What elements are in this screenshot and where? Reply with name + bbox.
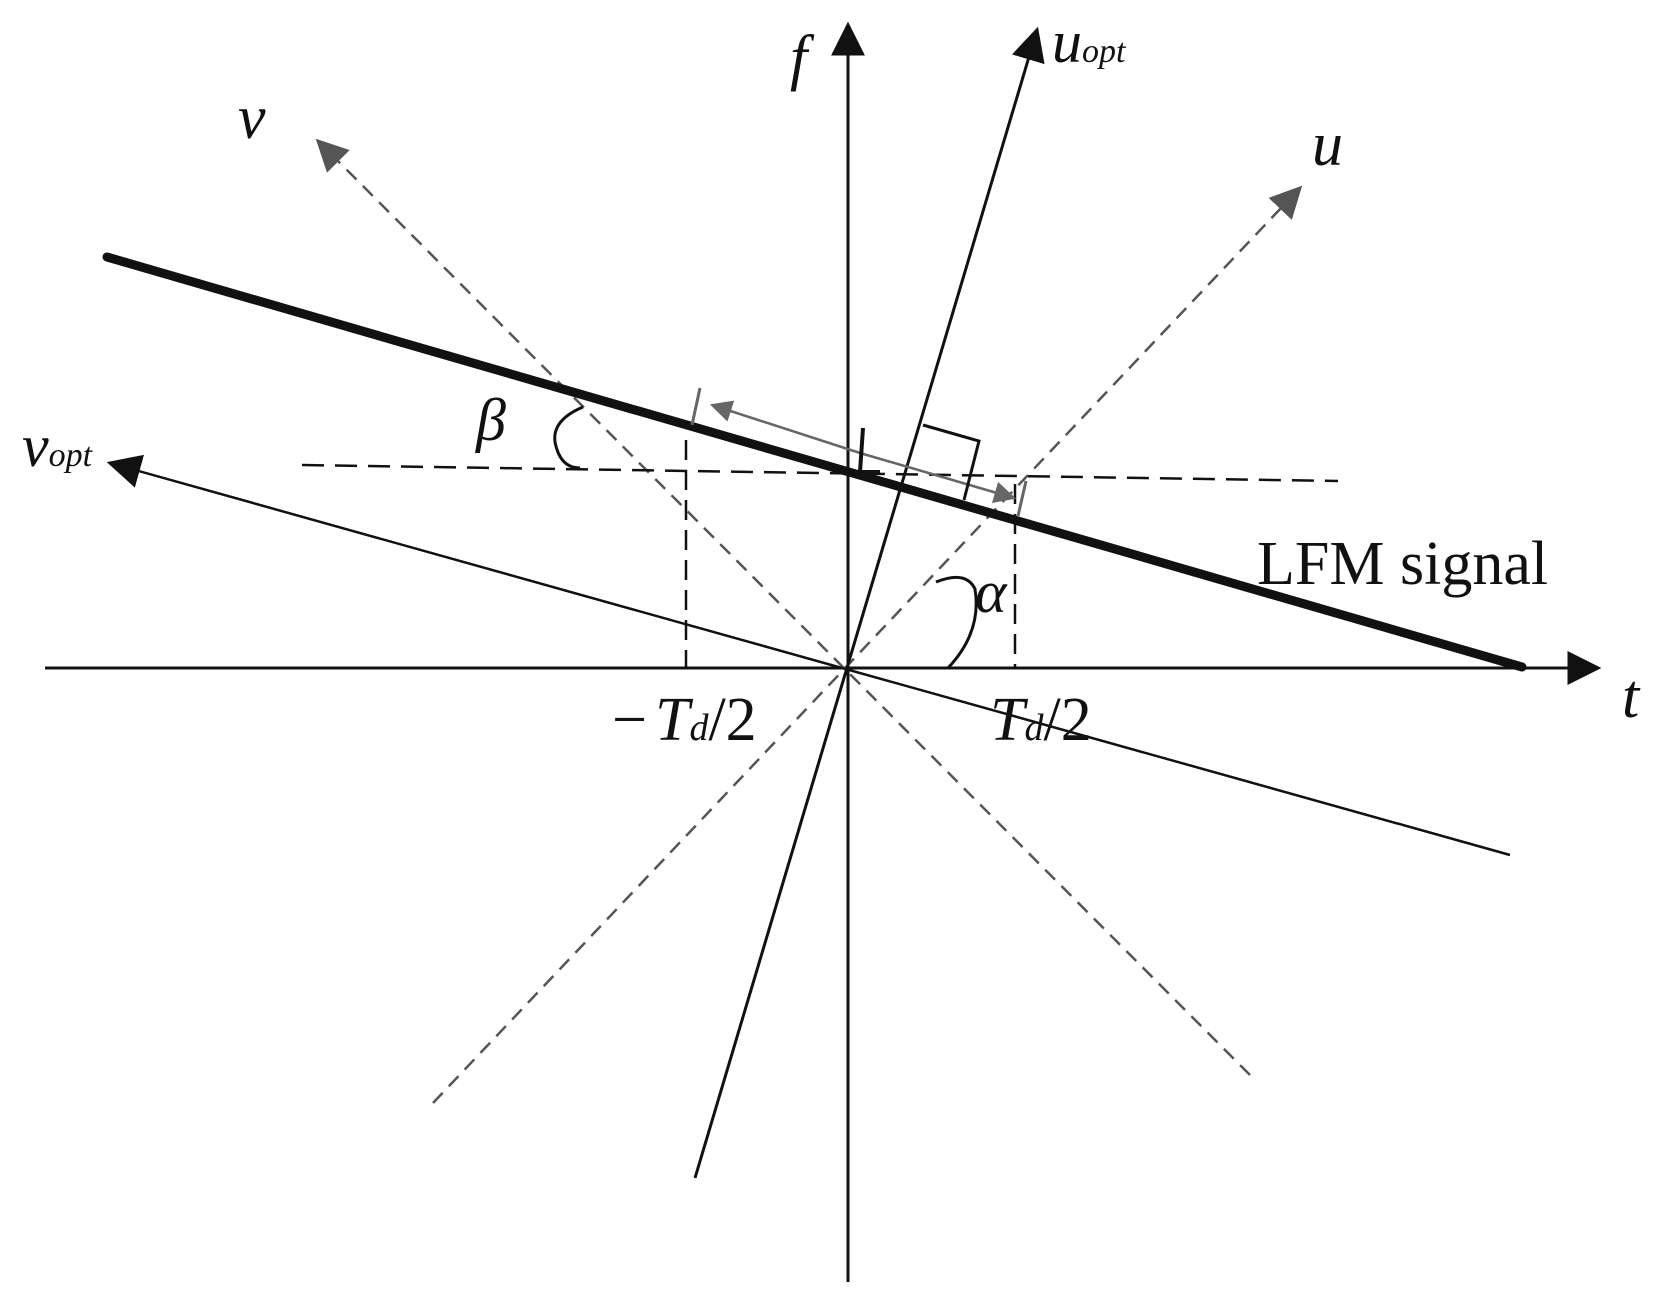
t-axis-label: t (1622, 663, 1641, 731)
alpha-label: α (975, 559, 1008, 625)
horizontal-reference-dashed (301, 463, 1339, 483)
u-opt-label: uopt (1052, 9, 1127, 75)
u-axis-dashed (432, 185, 1303, 1104)
v-axis-label: v (238, 84, 266, 152)
pos-half-duration-label: Td/2 (990, 686, 1092, 754)
tick-pos-end (1016, 480, 1028, 517)
beta-label: β (475, 387, 506, 453)
projection-arrow-left (709, 400, 861, 455)
beta-arc (553, 405, 584, 470)
lfm-signal-label: LFM signal (1257, 530, 1548, 598)
v-opt-label: vopt (22, 413, 94, 479)
u-opt-axis (693, 26, 1045, 1179)
v-axis-dashed (315, 138, 1251, 1076)
v-opt-axis (106, 454, 1511, 857)
neg-half-duration-label: −Td/2 (612, 686, 757, 754)
f-axis-label: f (790, 24, 815, 92)
right-angle-box (922, 423, 981, 501)
lfm-signal-line (102, 252, 1527, 672)
tick-neg-end (690, 387, 702, 426)
u-axis-label: u (1312, 111, 1343, 179)
projection-arrow-right (859, 451, 1017, 504)
center-marker (857, 427, 880, 474)
alpha-arc (935, 575, 978, 670)
